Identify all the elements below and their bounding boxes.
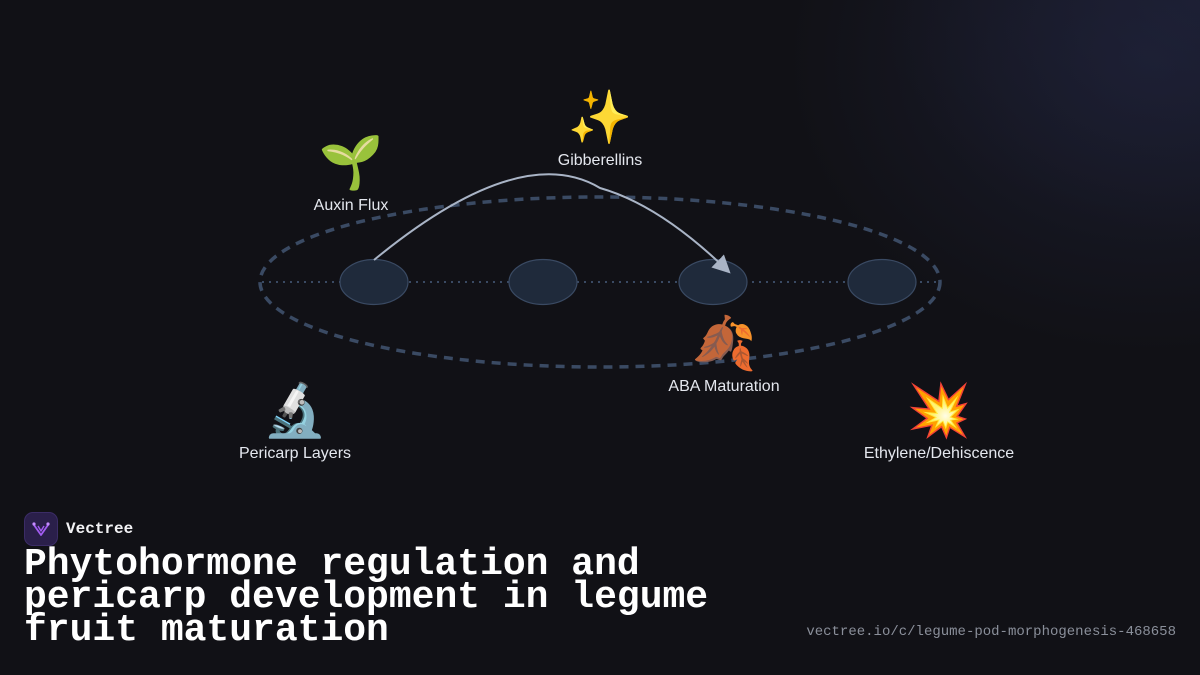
node-label: Ethylene/Dehiscence (863, 445, 1015, 462)
vectree-logo-icon (24, 512, 58, 546)
node-auxin-flux: 🌱 Auxin Flux (314, 133, 389, 215)
seed (847, 258, 917, 306)
sparkles-icon: ✨ (567, 89, 633, 147)
brand: Vectree (24, 512, 133, 546)
node-gibberellins: ✨ Gibberellins (558, 88, 642, 170)
node-pericarp-layers: 🔬 Pericarp Layers (239, 381, 351, 463)
flow-arrow (373, 173, 731, 274)
seed (508, 258, 578, 306)
collision-icon: 💥 (906, 382, 972, 440)
brand-name: Vectree (66, 520, 134, 538)
node-label: Pericarp Layers (238, 445, 352, 462)
falling-leaves-icon: 🍂 (691, 315, 757, 373)
seed (339, 258, 409, 306)
node-ethylene-dehiscence: 💥 Ethylene/Dehiscence (864, 381, 1014, 463)
node-label: Auxin Flux (313, 197, 389, 214)
node-label: Gibberellins (557, 152, 643, 169)
node-label: ABA Maturation (668, 378, 780, 395)
seedling-icon: 🌱 (318, 134, 384, 192)
page-url[interactable]: vectree.io/c/legume-pod-morphogenesis-46… (806, 624, 1176, 640)
seed (678, 258, 748, 306)
page-title: Phytohormone regulation and pericarp dev… (24, 543, 709, 652)
pod-outline (258, 195, 942, 369)
microscope-icon: 🔬 (262, 382, 328, 440)
node-aba-maturation: 🍂 ABA Maturation (668, 314, 779, 396)
